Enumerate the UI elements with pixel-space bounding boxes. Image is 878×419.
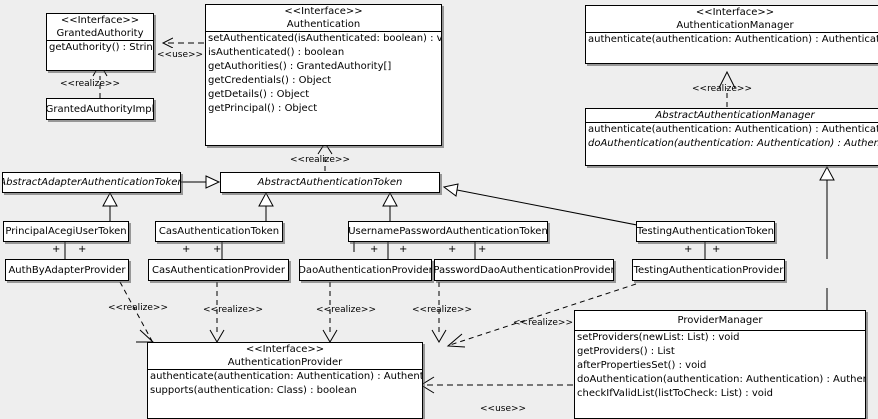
stereotype-label: <<Interface>> <box>60 15 140 26</box>
class-abstract-authentication-token[interactable]: AbstractAuthenticationToken <box>220 172 440 193</box>
class-name: PrincipalAcegiUserToken <box>5 226 127 237</box>
class-name: GrantedAuthority <box>56 28 144 39</box>
operation-row: authenticate(authentication: Authenticat… <box>588 34 878 45</box>
operation-row: authenticate(authentication: Authenticat… <box>150 371 423 382</box>
class-cas-authentication-token[interactable]: CasAuthenticationToken <box>155 221 283 242</box>
class-name: AbstractAdapterAuthenticationToken <box>2 177 181 188</box>
class-name: AuthenticationManager <box>676 20 794 31</box>
class-granted-authority[interactable]: <<Interface>> GrantedAuthority getAuthor… <box>46 13 154 71</box>
class-authentication-provider[interactable]: <<Interface>> AuthenticationProvider aut… <box>147 342 423 419</box>
class-name: AuthByAdapterProvider <box>8 264 126 276</box>
association-multiplicity-plus: + <box>182 244 191 255</box>
association-multiplicity-plus: + <box>52 244 61 255</box>
class-name: TestingAuthenticationToken <box>636 226 775 237</box>
operation-row: checkIfValidList(listToCheck: List) : vo… <box>577 388 774 399</box>
operation-row: getProviders() : List <box>577 346 675 357</box>
class-name: PasswordDaoAuthenticationProvider <box>434 264 614 276</box>
operations-compartment: authenticate(authentication: Authenticat… <box>586 123 878 151</box>
operations-compartment: authenticate(authentication: Authenticat… <box>148 370 422 398</box>
stereotype-label: <<Interface>> <box>284 6 363 17</box>
association-multiplicity-plus: + <box>478 244 487 255</box>
class-name: GrantedAuthorityImpl <box>46 103 154 115</box>
operation-row: setProviders(newList: List) : void <box>577 332 740 343</box>
operations-compartment: setProviders(newList: List) : void getPr… <box>575 331 865 401</box>
class-name: UsernamePasswordAuthenticationToken <box>348 226 548 237</box>
class-principal-acegi-user-token[interactable]: PrincipalAcegiUserToken <box>3 221 129 242</box>
edge-label-realize-dao: <<realize>> <box>316 305 376 315</box>
section-divider <box>206 31 441 32</box>
class-authentication[interactable]: <<Interface>> Authentication setAuthenti… <box>205 4 442 146</box>
class-name: ProviderManager <box>677 315 763 326</box>
edge-label-realize-authbyadapter: <<realize>> <box>108 303 168 313</box>
class-name: CasAuthenticationToken <box>158 226 280 237</box>
section-divider <box>47 40 153 41</box>
class-provider-manager[interactable]: ProviderManager setProviders(newList: Li… <box>574 310 866 419</box>
edge-label-use-authentication-grantedauthority: <<use>> <box>157 50 204 60</box>
operation-row: doAuthentication(authentication: Authent… <box>588 138 878 149</box>
operation-row: supports(authentication: Class) : boolea… <box>150 385 357 396</box>
association-multiplicity-plus: + <box>370 244 379 255</box>
class-auth-by-adapter-provider[interactable]: AuthByAdapterProvider <box>5 259 129 281</box>
class-abstract-adapter-authentication-token[interactable]: AbstractAdapterAuthenticationToken <box>2 172 181 193</box>
stereotype-label: <<Interface>> <box>245 344 325 355</box>
class-authentication-manager[interactable]: <<Interface>> AuthenticationManager auth… <box>585 5 878 64</box>
edge-label-realize-abstractauthenticationtoken: <<realize>> <box>290 155 350 165</box>
operation-row: getAuthority() : String <box>49 42 154 53</box>
edge-label-use-providermanager: <<use>> <box>480 404 527 414</box>
class-testing-authentication-provider[interactable]: TestingAuthenticationProvider <box>632 259 785 281</box>
edge-label-realize-abstractauthenticationmanager: <<realize>> <box>692 84 752 94</box>
class-cas-authentication-provider[interactable]: CasAuthenticationProvider <box>148 259 289 281</box>
section-divider <box>586 122 878 123</box>
class-dao-authentication-provider[interactable]: DaoAuthenticationProvider <box>299 259 432 281</box>
association-multiplicity-plus: + <box>684 244 693 255</box>
class-granted-authority-impl[interactable]: GrantedAuthorityImpl <box>46 98 154 120</box>
operation-row: isAuthenticated() : boolean <box>208 47 345 58</box>
operation-row: doAuthentication(authentication: Authent… <box>577 374 865 385</box>
association-multiplicity-plus: + <box>213 244 222 255</box>
association-multiplicity-plus: + <box>448 244 457 255</box>
operation-row: setAuthenticated(isAuthenticated: boolea… <box>208 33 442 44</box>
class-password-dao-authentication-provider[interactable]: PasswordDaoAuthenticationProvider <box>434 259 614 281</box>
edge-label-realize-cas: <<realize>> <box>203 305 263 315</box>
operations-compartment: authenticate(authentication: Authenticat… <box>586 33 878 47</box>
edge-label-realize-testing: <<realize>> <box>513 318 573 328</box>
section-divider <box>586 32 878 33</box>
association-multiplicity-plus: + <box>399 244 408 255</box>
section-divider <box>148 369 422 370</box>
operation-row: getAuthorities() : GrantedAuthority[] <box>208 61 392 72</box>
operation-row: getDetails() : Object <box>208 89 310 100</box>
operation-row: authenticate(authentication: Authenticat… <box>588 124 878 135</box>
section-divider <box>575 330 865 331</box>
class-abstract-authentication-manager[interactable]: AbstractAuthenticationManager authentica… <box>585 108 878 166</box>
operations-compartment: getAuthority() : String <box>47 41 153 55</box>
operations-compartment: setAuthenticated(isAuthenticated: boolea… <box>206 32 441 116</box>
operation-row: getCredentials() : Object <box>208 75 332 86</box>
association-multiplicity-plus: + <box>712 244 721 255</box>
class-name: AbstractAuthenticationToken <box>257 177 403 188</box>
class-name: Authentication <box>286 19 361 30</box>
edge-label-realize-passworddao: <<realize>> <box>412 305 472 315</box>
class-name: AbstractAuthenticationManager <box>655 110 815 121</box>
class-name: TestingAuthenticationProvider <box>633 264 784 276</box>
operation-row: afterPropertiesSet() : void <box>577 360 707 371</box>
class-name: AuthenticationProvider <box>227 357 343 368</box>
class-testing-authentication-token[interactable]: TestingAuthenticationToken <box>636 221 775 242</box>
operation-row: getPrincipal() : Object <box>208 103 318 114</box>
edge-label-realize-grantedauthorityimpl: <<realize>> <box>60 79 120 89</box>
class-username-password-authentication-token[interactable]: UsernamePasswordAuthenticationToken <box>348 221 548 242</box>
stereotype-label: <<Interface>> <box>695 7 775 18</box>
class-name: DaoAuthenticationProvider <box>299 264 432 276</box>
association-multiplicity-plus: + <box>78 244 87 255</box>
class-name: CasAuthenticationProvider <box>152 264 285 276</box>
